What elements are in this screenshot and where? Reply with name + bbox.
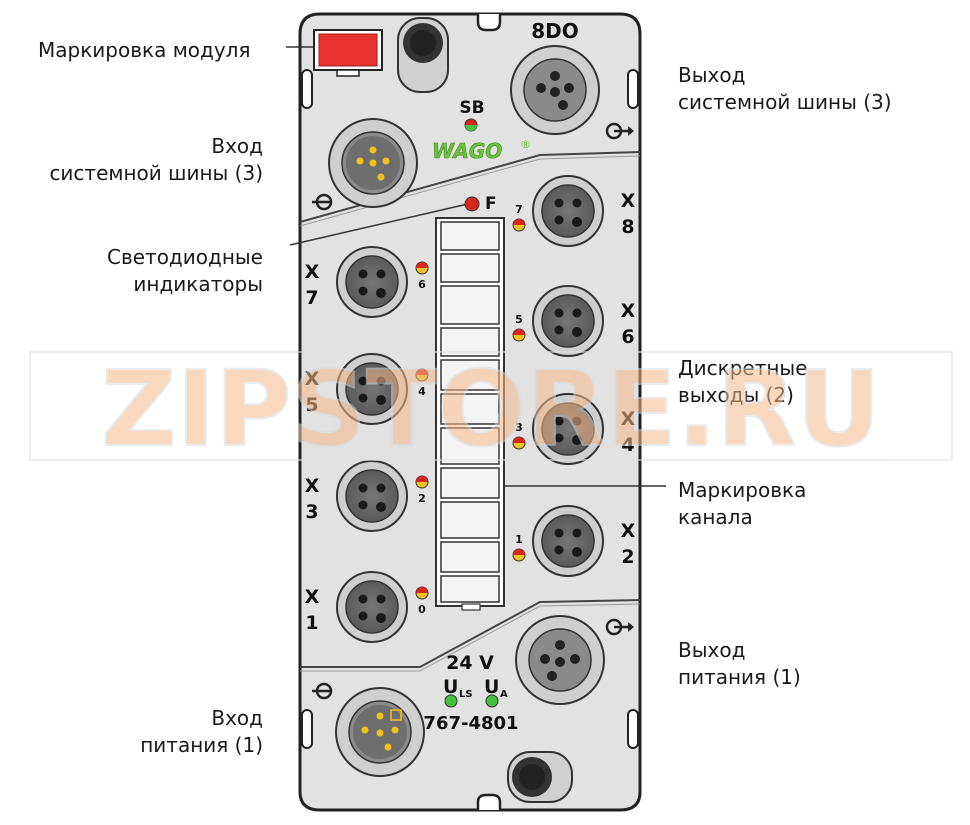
callout-digital-outputs-line2: выходы (2) <box>678 383 794 407</box>
part-number: 767-4801 <box>423 713 518 734</box>
sb-led <box>464 118 478 132</box>
channel-led-4 <box>415 368 429 382</box>
wago-logo: WAGO <box>432 139 502 163</box>
leader-leds <box>289 202 473 246</box>
callout-leds: Светодиодные индикаторы <box>107 244 263 298</box>
channel-led-7-label: 7 <box>515 203 523 216</box>
callout-power-output: Выход питания (1) <box>678 637 801 691</box>
callout-bus-input-line1: Вход <box>211 134 263 158</box>
top-mounting-screw <box>397 17 449 93</box>
channel-led-6-label: 6 <box>418 278 426 291</box>
port-x8: X 8 7 <box>512 175 636 247</box>
port-x7: X 7 6 <box>305 246 429 318</box>
ua-led <box>485 694 499 708</box>
channel-led-2 <box>415 475 429 489</box>
callout-power-input: Вход питания (1) <box>140 705 263 759</box>
bus-input-arrow-icon <box>312 193 333 211</box>
channel-marking-strip <box>435 217 505 611</box>
port-x6-number: 6 <box>621 326 634 348</box>
bus-input-connector <box>328 118 418 208</box>
port-x1-letter: X <box>305 586 320 608</box>
port-x3: X 3 2 <box>305 460 429 532</box>
module-type-label: 8DO <box>531 19 579 43</box>
channel-led-0 <box>415 586 429 600</box>
callout-bus-output-line2: системной шины (3) <box>678 90 892 114</box>
ua-subscript: A <box>500 689 508 700</box>
callout-power-output-line2: питания (1) <box>678 665 801 689</box>
channel-led-6 <box>415 261 429 275</box>
callout-digital-outputs-line1: Дискретные <box>678 356 808 380</box>
callout-power-input-line1: Вход <box>211 706 263 730</box>
power-output-arrow-icon <box>605 618 634 636</box>
callout-bus-input-line2: системной шины (3) <box>49 161 263 185</box>
ua-label: U <box>484 676 499 698</box>
power-input-arrow-icon <box>312 682 333 700</box>
channel-led-1 <box>512 548 526 562</box>
channel-led-2-label: 2 <box>418 492 426 505</box>
port-x1: X 1 0 <box>305 571 429 643</box>
fault-led <box>464 196 480 212</box>
callout-module-marking-text: Маркировка модуля <box>38 38 251 62</box>
callout-power-input-line2: питания (1) <box>140 733 263 757</box>
voltage-label: 24 V <box>446 652 494 674</box>
uls-led <box>444 694 458 708</box>
channel-led-4-label: 4 <box>418 385 426 398</box>
callout-digital-outputs: Дискретные выходы (2) <box>678 355 808 409</box>
channel-led-3-label: 3 <box>515 421 523 434</box>
power-input-connector <box>335 687 425 777</box>
leader-lines <box>286 46 666 487</box>
port-x4: X 4 3 <box>512 393 636 465</box>
port-x2-letter: X <box>621 520 636 542</box>
callout-channel-marking: Маркировка канала <box>678 477 806 531</box>
callout-bus-output: Выход системной шины (3) <box>678 62 892 116</box>
channel-led-0-label: 0 <box>418 603 426 616</box>
power-output-connector <box>515 615 605 705</box>
callout-bus-input: Вход системной шины (3) <box>49 133 263 187</box>
port-x5-letter: X <box>305 368 320 390</box>
port-x7-number: 7 <box>305 287 318 309</box>
bottom-mounting-screw <box>507 751 573 803</box>
port-x1-number: 1 <box>305 612 318 634</box>
uls-label: U <box>443 676 458 698</box>
callout-module-marking: Маркировка модуля <box>38 37 251 64</box>
uls-subscript: LS <box>459 689 473 700</box>
port-x5-number: 5 <box>305 394 318 416</box>
port-x2: X 2 1 <box>512 505 636 577</box>
port-x6-letter: X <box>621 300 636 322</box>
channel-led-1-label: 1 <box>515 533 523 546</box>
port-x4-number: 4 <box>621 434 634 456</box>
watermark: ZIPSTORE.RU <box>29 347 953 471</box>
sb-label: SB <box>459 98 484 118</box>
port-x7-letter: X <box>305 261 320 283</box>
callout-channel-marking-line1: Маркировка <box>678 478 807 502</box>
port-x3-number: 3 <box>305 501 318 523</box>
module-marking-tag <box>313 29 383 77</box>
bus-output-arrow-icon <box>605 122 634 140</box>
port-x2-number: 2 <box>621 546 634 568</box>
port-x3-letter: X <box>305 475 320 497</box>
channel-led-5 <box>512 328 526 342</box>
channel-led-7 <box>512 218 526 232</box>
fault-label: F <box>485 194 497 214</box>
callout-leds-line2: индикаторы <box>133 272 263 296</box>
bus-output-connector <box>510 45 600 135</box>
watermark-text: ZIPSTORE.RU <box>101 348 881 470</box>
port-x4-letter: X <box>621 408 636 430</box>
callout-channel-marking-line2: канала <box>678 505 753 529</box>
wago-registered-mark: ® <box>520 138 531 151</box>
port-x6: X 6 5 <box>512 285 636 357</box>
callout-bus-output-line1: Выход <box>678 63 746 87</box>
port-x8-number: 8 <box>621 216 634 238</box>
callout-leds-line1: Светодиодные <box>106 245 263 269</box>
channel-led-5-label: 5 <box>515 313 523 326</box>
channel-led-3 <box>512 436 526 450</box>
port-x5: X 5 4 <box>305 353 429 425</box>
port-x8-letter: X <box>621 190 636 212</box>
callout-power-output-line1: Выход <box>678 638 746 662</box>
